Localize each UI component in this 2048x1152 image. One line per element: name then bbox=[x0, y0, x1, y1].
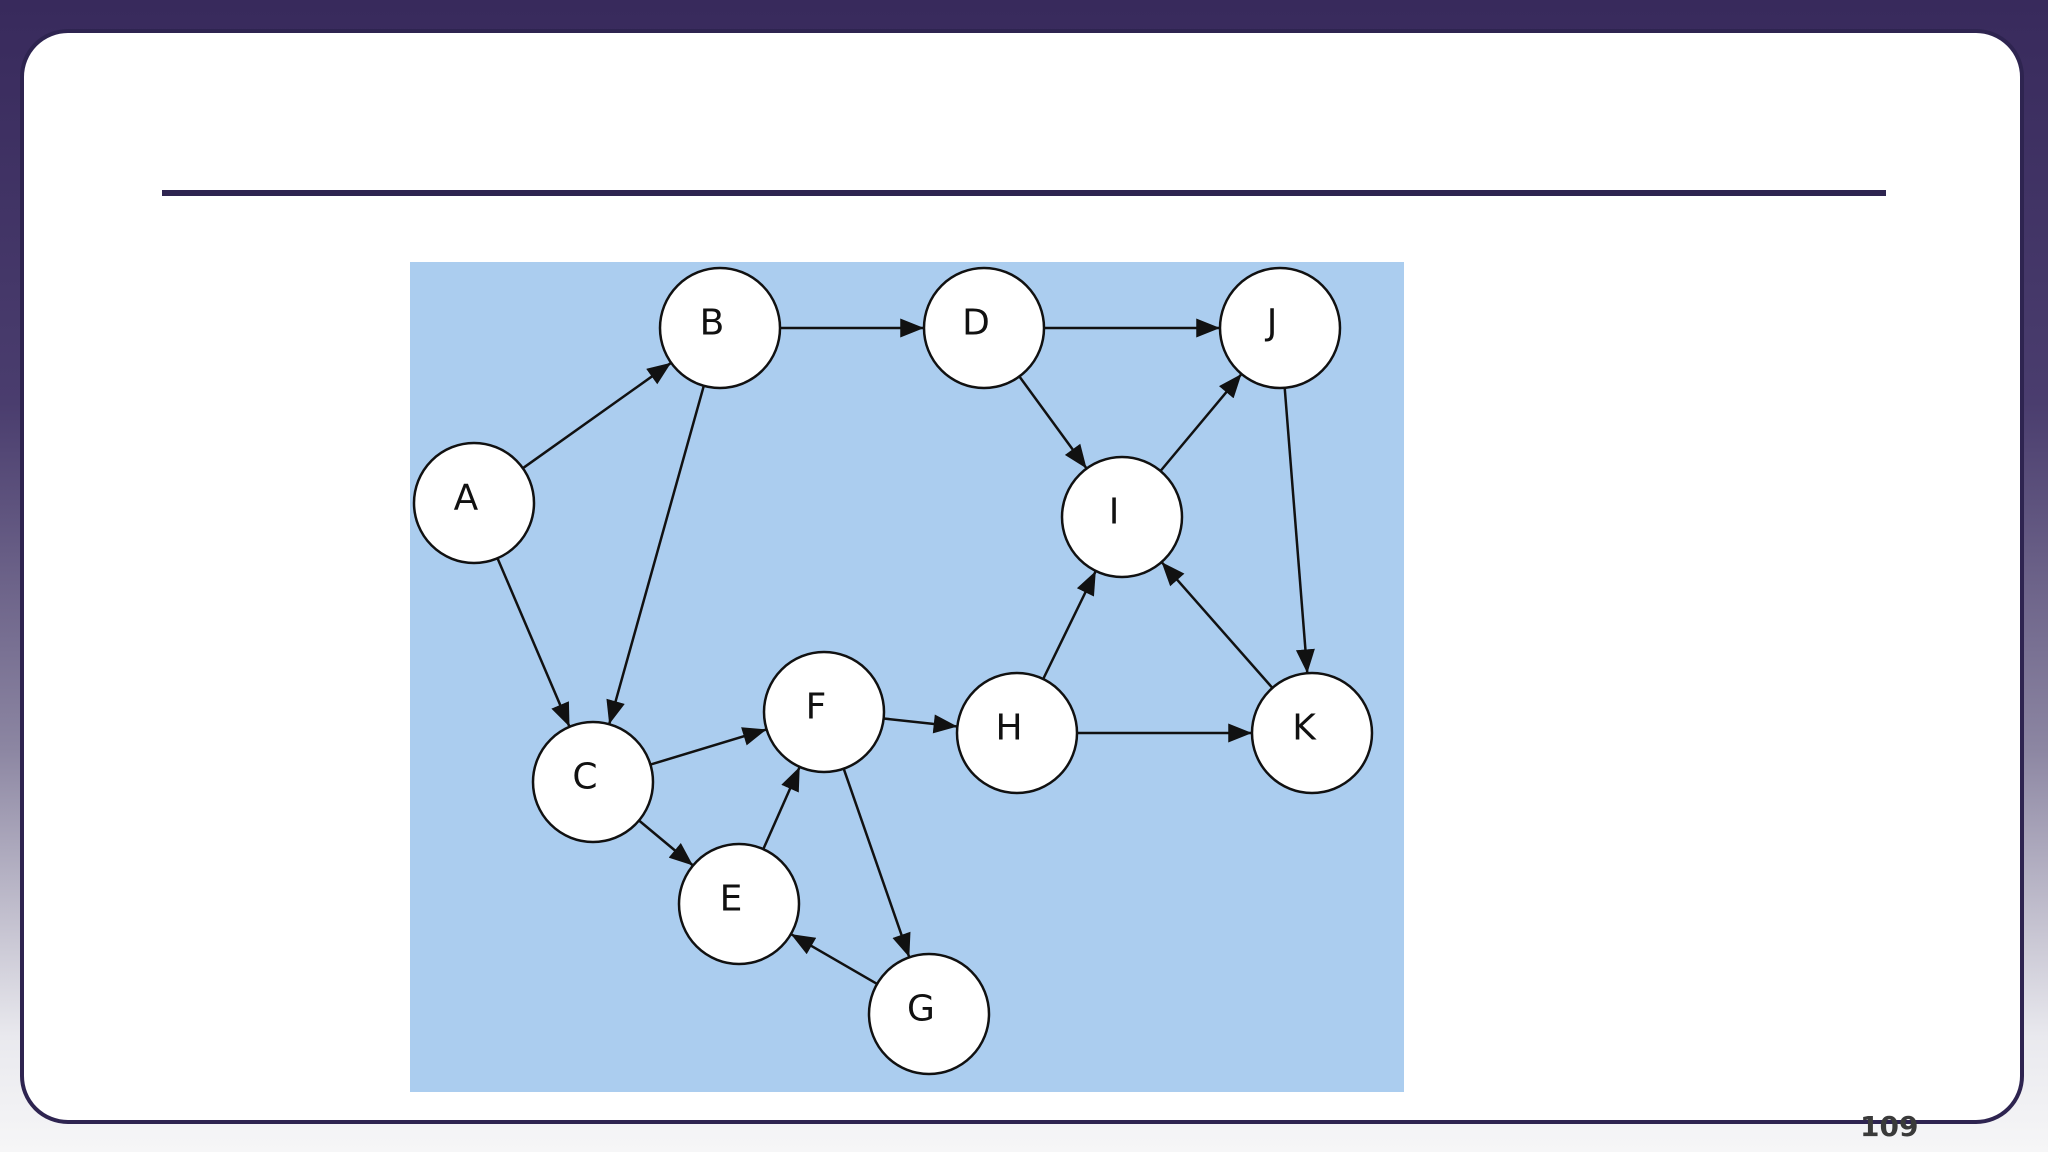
edge-a-to-b bbox=[522, 361, 672, 470]
edge-d-to-i bbox=[1018, 375, 1088, 470]
node-label: H bbox=[995, 708, 1022, 749]
node-h: H bbox=[955, 671, 1079, 795]
edge-i-to-j bbox=[1159, 373, 1243, 472]
edge-c-to-f bbox=[650, 727, 767, 766]
node-label: A bbox=[454, 478, 479, 519]
edge-g-to-e bbox=[790, 933, 878, 985]
node-circle bbox=[762, 650, 886, 774]
node-circle bbox=[1218, 266, 1342, 390]
node-label: G bbox=[907, 989, 935, 1030]
node-i: I bbox=[1060, 455, 1184, 579]
node-label: E bbox=[720, 879, 743, 920]
node-label: C bbox=[572, 757, 597, 798]
edge-c-to-e bbox=[638, 819, 694, 867]
title-divider bbox=[162, 190, 1886, 196]
node-circle bbox=[867, 952, 991, 1076]
node-circle bbox=[1250, 671, 1374, 795]
node-circle bbox=[1060, 455, 1184, 579]
node-label: D bbox=[962, 303, 990, 344]
nodes-layer: A B C D E F G H I J K bbox=[412, 266, 1374, 1076]
node-circle bbox=[677, 842, 801, 966]
node-circle bbox=[658, 266, 782, 390]
node-circle bbox=[412, 441, 536, 565]
node-label: I bbox=[1109, 492, 1120, 533]
node-f: F bbox=[762, 650, 886, 774]
edge-h-to-i bbox=[1042, 570, 1097, 680]
edge-k-to-i bbox=[1160, 561, 1274, 689]
edge-a-to-c bbox=[496, 557, 571, 728]
node-label: F bbox=[806, 687, 827, 728]
node-k: K bbox=[1250, 671, 1374, 795]
edge-f-to-h bbox=[883, 714, 958, 734]
node-label: K bbox=[1292, 708, 1317, 749]
slide-number: 109 bbox=[1860, 1110, 1919, 1143]
node-e: E bbox=[677, 842, 801, 966]
edge-e-to-f bbox=[762, 766, 801, 850]
node-a: A bbox=[412, 441, 536, 565]
node-j: J bbox=[1218, 266, 1342, 390]
node-b: B bbox=[658, 266, 782, 390]
edge-f-to-g bbox=[842, 768, 911, 958]
node-g: G bbox=[867, 952, 991, 1076]
node-circle bbox=[955, 671, 1079, 795]
edge-b-to-c bbox=[606, 385, 706, 725]
node-circle bbox=[922, 266, 1046, 390]
node-circle bbox=[531, 720, 655, 844]
node-c: C bbox=[531, 720, 655, 844]
node-label: B bbox=[700, 303, 725, 344]
edges-layer bbox=[496, 318, 1315, 985]
node-d: D bbox=[922, 266, 1046, 390]
edge-j-to-k bbox=[1283, 387, 1315, 674]
node-label: J bbox=[1265, 303, 1278, 344]
